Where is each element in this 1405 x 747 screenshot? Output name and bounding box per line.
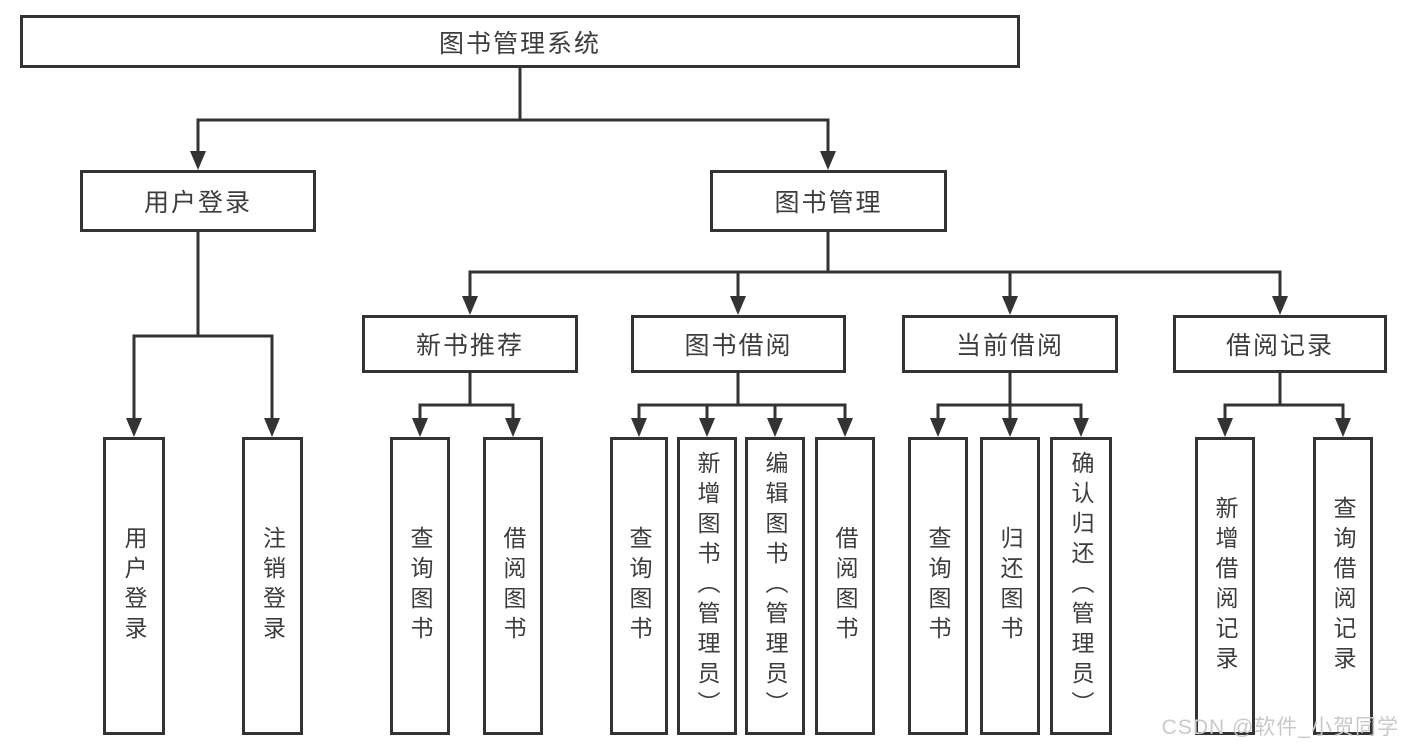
leaf-query-books-recommend: 查询图书 [390,437,450,735]
leaf-edit-books-admin: 编辑图书（管理员） [745,437,805,735]
leaf-query-books-borrowing: 查询图书 [610,437,668,735]
leaf-user-login: 用户登录 [103,437,165,735]
node-root: 图书管理系统 [20,15,1020,68]
leaf-add-books-admin: 新增图书（管理员） [677,437,737,735]
node-book-management: 图书管理 [710,170,947,232]
leaf-query-borrow-record: 查询借阅记录 [1313,437,1373,735]
leaf-logout: 注销登录 [242,437,303,735]
leaf-query-books-current: 查询图书 [908,437,968,735]
node-borrowing-records: 借阅记录 [1173,315,1387,373]
leaf-return-books: 归还图书 [980,437,1040,735]
node-new-book-recommend: 新书推荐 [362,315,578,373]
leaf-borrow-books-borrowing: 借阅图书 [815,437,875,735]
node-book-borrowing: 图书借阅 [631,315,846,373]
leaf-add-borrow-record: 新增借阅记录 [1195,437,1255,735]
leaf-confirm-return-admin: 确认归还（管理员） [1050,437,1112,735]
node-user-login: 用户登录 [80,170,316,232]
leaf-borrow-books-recommend: 借阅图书 [483,437,543,735]
node-current-borrowing: 当前借阅 [902,315,1118,373]
